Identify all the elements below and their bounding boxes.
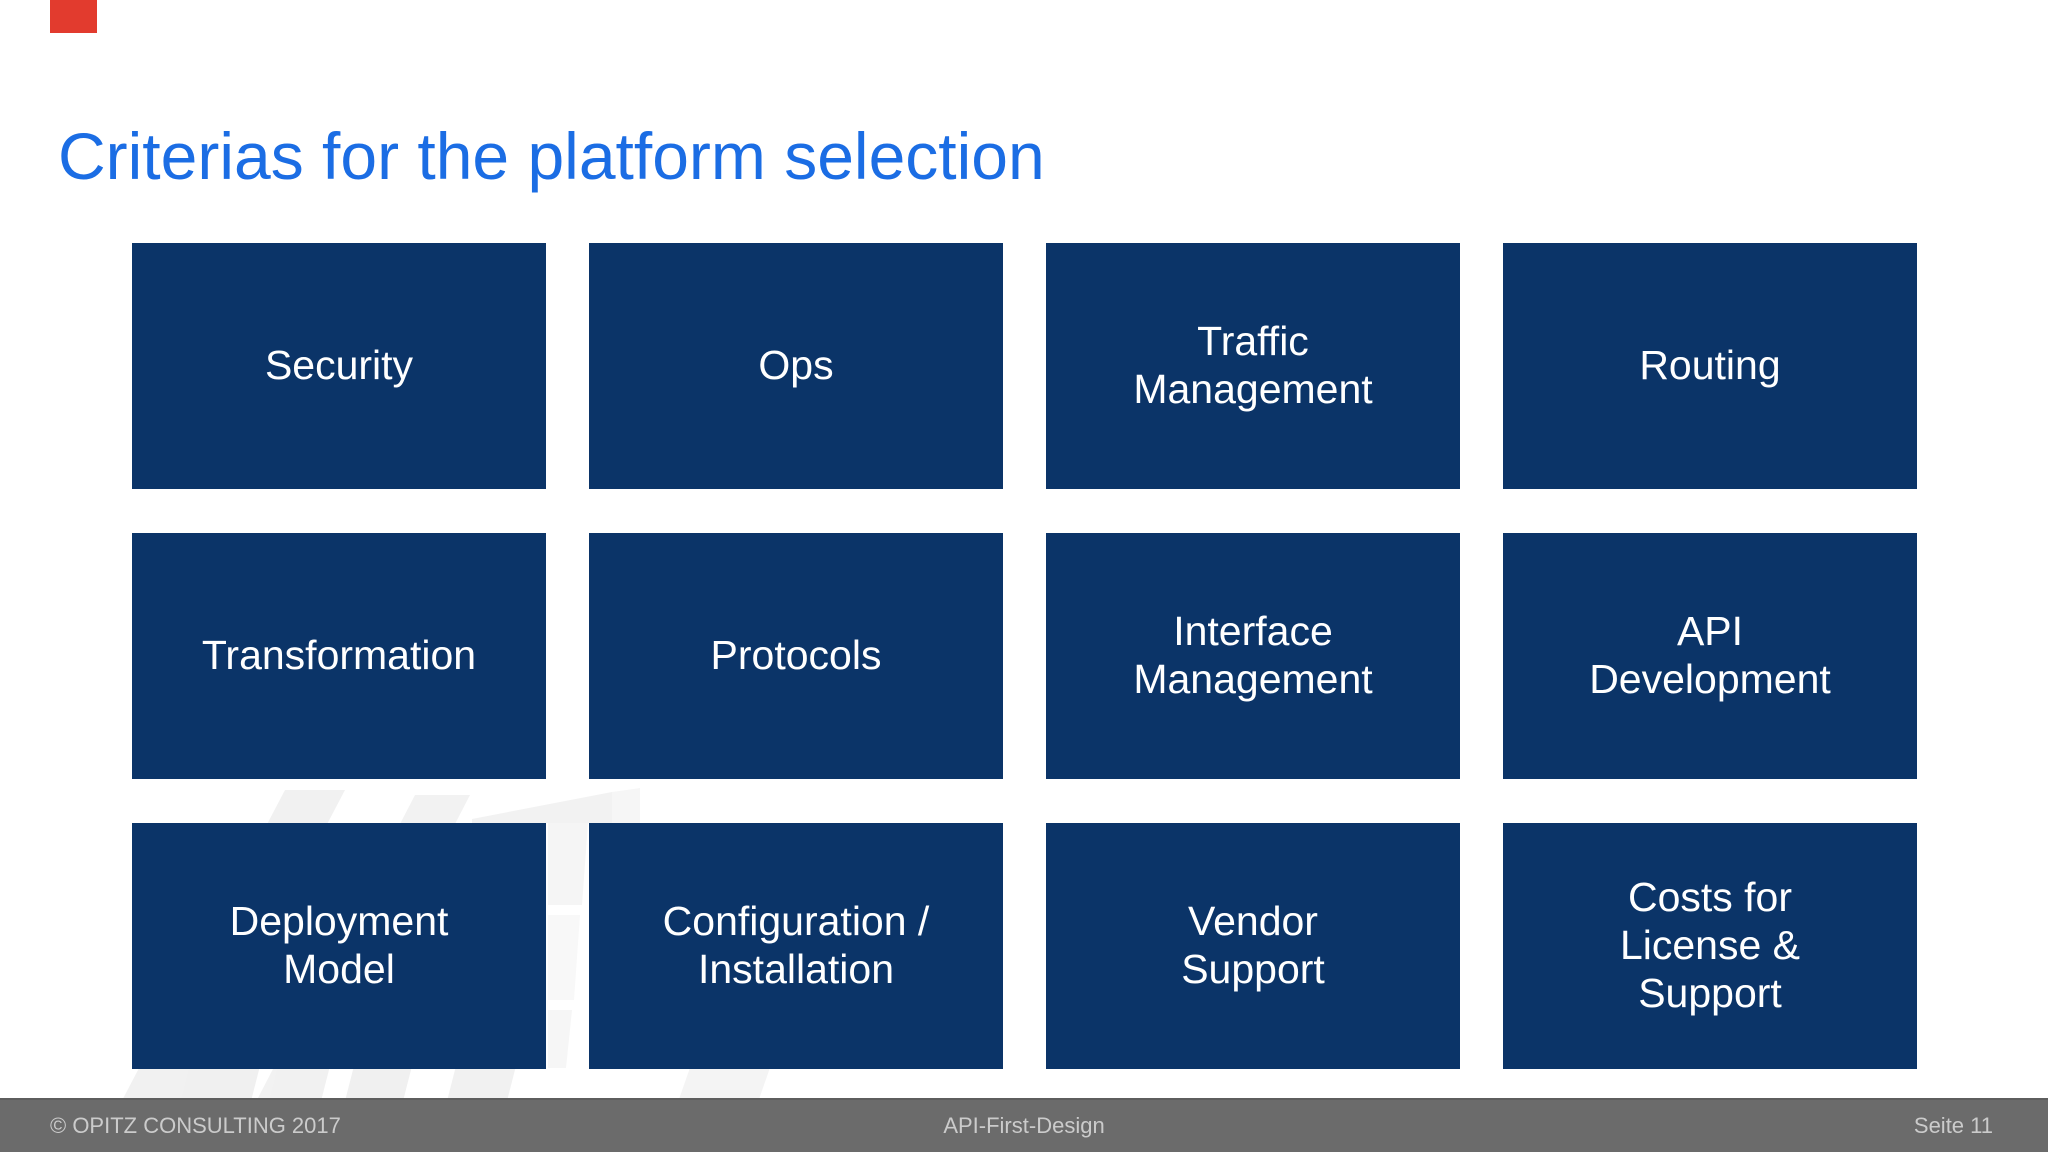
- criteria-label: Costs for License & Support: [1619, 874, 1801, 1016]
- criteria-label: Deployment Model: [229, 898, 449, 992]
- criteria-label: Traffic Management: [1133, 318, 1373, 412]
- criteria-box-routing: Routing: [1503, 243, 1917, 489]
- footer-copyright: © OPITZ CONSULTING 2017: [50, 1113, 341, 1138]
- criteria-label: Routing: [1639, 342, 1781, 389]
- criteria-box-protocols: Protocols: [589, 533, 1003, 779]
- criteria-box-vendor-support: Vendor Support: [1046, 823, 1460, 1069]
- footer-deck-title: API-First-Design: [943, 1113, 1105, 1138]
- slide-footer: © OPITZ CONSULTING 2017 API-First-Design…: [0, 1098, 2048, 1152]
- criteria-label: Interface Management: [1133, 608, 1373, 702]
- criteria-box-interface-management: Interface Management: [1046, 533, 1460, 779]
- criteria-box-transformation: Transformation: [132, 533, 546, 779]
- criteria-box-ops: Ops: [589, 243, 1003, 489]
- criteria-label: Vendor Support: [1181, 898, 1325, 992]
- criteria-box-api-development: API Development: [1503, 533, 1917, 779]
- criteria-box-deployment-model: Deployment Model: [132, 823, 546, 1069]
- criteria-label: Security: [264, 342, 414, 389]
- footer-page-number: Seite 11: [1913, 1113, 1993, 1138]
- criteria-label: Configuration / Installation: [662, 898, 930, 992]
- criteria-label: API Development: [1589, 608, 1831, 702]
- criteria-box-traffic-management: Traffic Management: [1046, 243, 1460, 489]
- red-corner-mark: [50, 0, 97, 33]
- criteria-box-security: Security: [132, 243, 546, 489]
- criteria-box-costs-license-support: Costs for License & Support: [1503, 823, 1917, 1069]
- criteria-label: Transformation: [201, 632, 477, 679]
- criteria-label: Ops: [758, 342, 834, 389]
- criteria-grid: Security Ops Traffic Management Routing …: [132, 243, 1917, 1069]
- criteria-box-configuration-installation: Configuration / Installation: [589, 823, 1003, 1069]
- criteria-label: Protocols: [710, 632, 882, 679]
- slide-title: Criterias for the platform selection: [58, 119, 1045, 193]
